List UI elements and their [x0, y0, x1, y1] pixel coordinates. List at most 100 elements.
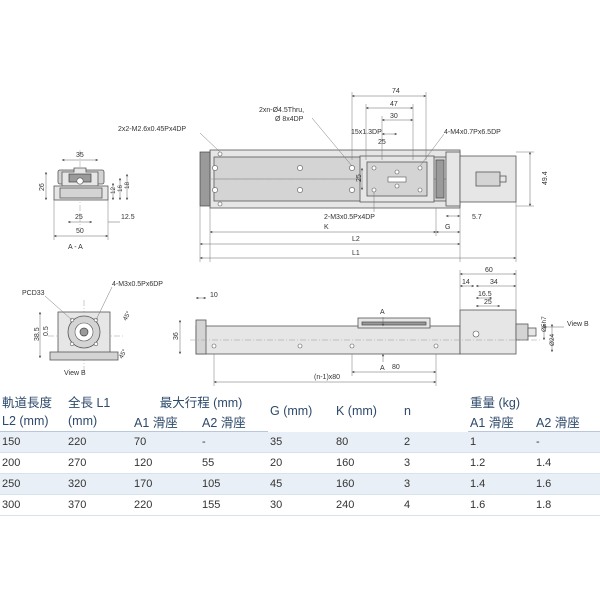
section-marker-bottom: A — [380, 365, 385, 372]
table-cell: 300 — [0, 494, 66, 516]
table-cell: 2 — [402, 431, 468, 453]
dim-50: 50 — [76, 228, 84, 235]
section-a-a-view: 35 26 12 16 18 25 12.5 50 A - A — [39, 150, 135, 251]
table-cell: - — [200, 431, 268, 453]
dim-14: 14 — [462, 279, 470, 286]
dim-12: 12 — [110, 186, 117, 194]
dim-k: K — [324, 224, 329, 231]
dim-47: 47 — [390, 101, 398, 108]
table-cell: 370 — [66, 494, 132, 516]
table-cell: 4 — [402, 494, 468, 516]
side-view: A A 10 36 60 14 34 16.5 25 Ø5h7 Ø24 View… — [173, 267, 589, 386]
dim-5-7: 5.7 — [472, 214, 482, 221]
header-k: K (mm) — [336, 404, 377, 419]
dim-45-lower: 45° — [117, 347, 129, 360]
dim-26: 26 — [39, 183, 46, 191]
dim-38-5: 38.5 — [34, 327, 41, 341]
callout-tap-top-left: 2x2-M2.6x0.45Px4DP — [118, 126, 186, 133]
table-cell: 270 — [66, 452, 132, 474]
dim-16: 16 — [117, 184, 124, 192]
dim-34: 34 — [490, 279, 498, 286]
table-cell: 220 — [66, 431, 132, 453]
technical-drawing: 35 26 12 16 18 25 12.5 50 A - A — [22, 88, 589, 386]
dim-25-top: 25 — [378, 139, 386, 146]
table-cell: 1.8 — [534, 494, 600, 516]
table-cell: 1.6 — [534, 473, 600, 495]
header-total-length-unit: (mm) — [66, 411, 132, 432]
callout-pcd: PCD33 — [22, 290, 45, 297]
dim-49-4: 49.4 — [542, 171, 549, 185]
table-cell: 150 — [0, 431, 66, 453]
section-marker-top: A — [380, 309, 385, 316]
callout-tap-bottom: 2-M3x0.5Px4DP — [324, 214, 375, 221]
view-b-arrow-label: View B — [567, 321, 589, 328]
table-cell: 45 — [268, 473, 334, 495]
dim-25-carriage: 25 — [356, 174, 363, 182]
view-b-label: View B — [64, 370, 86, 377]
dim-10: 10 — [210, 292, 218, 299]
header-weight-a1: A1 滑座 — [468, 411, 534, 432]
dim-25-side: 25 — [484, 299, 492, 306]
header-weight-a2: A2 滑座 — [534, 411, 600, 432]
table-cell: 160 — [334, 452, 402, 474]
dim-5h7: Ø5h7 — [541, 316, 548, 332]
dim-36: 36 — [173, 332, 180, 340]
table-cell: 1 — [468, 431, 534, 453]
header-stroke-a1: A1 滑座 — [132, 411, 200, 432]
header-n: n — [404, 404, 411, 419]
table-cell: 1.2 — [468, 452, 534, 474]
callout-tap-motor: 4-M3x0.5Px6DP — [112, 281, 163, 288]
table-cell: 250 — [0, 473, 66, 495]
dim-74: 74 — [392, 88, 400, 95]
callout-thru-holes-2: Ø 8x4DP — [275, 116, 304, 123]
section-a-a-label: A - A — [68, 244, 83, 251]
dim-l1: L1 — [352, 250, 360, 257]
table-cell: 105 — [200, 473, 268, 495]
table-cell: 30 — [268, 494, 334, 516]
table-cell: 1.6 — [468, 494, 534, 516]
dim-12-5: 12.5 — [121, 214, 135, 221]
callout-thru-holes-1: 2xn-Ø4.5Thru, — [259, 107, 304, 114]
callout-slot-15x13: 15x1.3DP — [351, 129, 382, 136]
dim-18: 18 — [124, 181, 131, 189]
table-cell: 220 — [132, 494, 200, 516]
dim-80: 80 — [392, 364, 400, 371]
table-cell: 20 — [268, 452, 334, 474]
header-stroke-a2: A2 滑座 — [200, 411, 268, 432]
table-cell: 120 — [132, 452, 200, 474]
callout-tap-carriage: 4-M4x0.7Px6.5DP — [444, 129, 501, 136]
table-cell: 160 — [334, 473, 402, 495]
dim-16-5: 16.5 — [478, 291, 492, 298]
table-cell: 55 — [200, 452, 268, 474]
table-cell: 80 — [334, 431, 402, 453]
spec-table: 軌道長度 全長 L1 最大行程 (mm) G (mm) K (mm) n 重量 … — [0, 391, 600, 516]
header-weight: 重量 (kg) — [470, 395, 521, 410]
dim-35: 35 — [76, 152, 84, 159]
top-view: 74 47 30 25 15x1.3DP 49.4 25 5.7 K G L2 — [118, 88, 549, 262]
table-cell: 200 — [0, 452, 66, 474]
table-cell: 240 — [334, 494, 402, 516]
table-cell: 1.4 — [468, 473, 534, 495]
dim-l2: L2 — [352, 236, 360, 243]
dim-60: 60 — [485, 267, 493, 274]
dim-24: Ø24 — [549, 333, 556, 346]
dim-45-upper: 45° — [121, 309, 133, 322]
table-cell: 320 — [66, 473, 132, 495]
table-cell: 35 — [268, 431, 334, 453]
dim-30: 30 — [390, 113, 398, 120]
table-cell: 170 — [132, 473, 200, 495]
header-g: G (mm) — [270, 404, 313, 419]
header-total-length: 全長 L1 — [68, 395, 111, 410]
header-max-stroke: 最大行程 (mm) — [159, 395, 243, 410]
dim-0-5: 0.5 — [43, 326, 50, 336]
table-cell: 70 — [132, 431, 200, 453]
dim-g: G — [445, 224, 450, 231]
view-b: PCD33 4-M3x0.5Px6DP 45° 45° 38.5 0.5 Vie… — [22, 281, 163, 377]
dim-25-section: 25 — [75, 214, 83, 221]
table-cell: - — [534, 431, 600, 453]
table-cell: 1.4 — [534, 452, 600, 474]
dim-n-minus-1-x80: (n-1)x80 — [314, 374, 340, 381]
